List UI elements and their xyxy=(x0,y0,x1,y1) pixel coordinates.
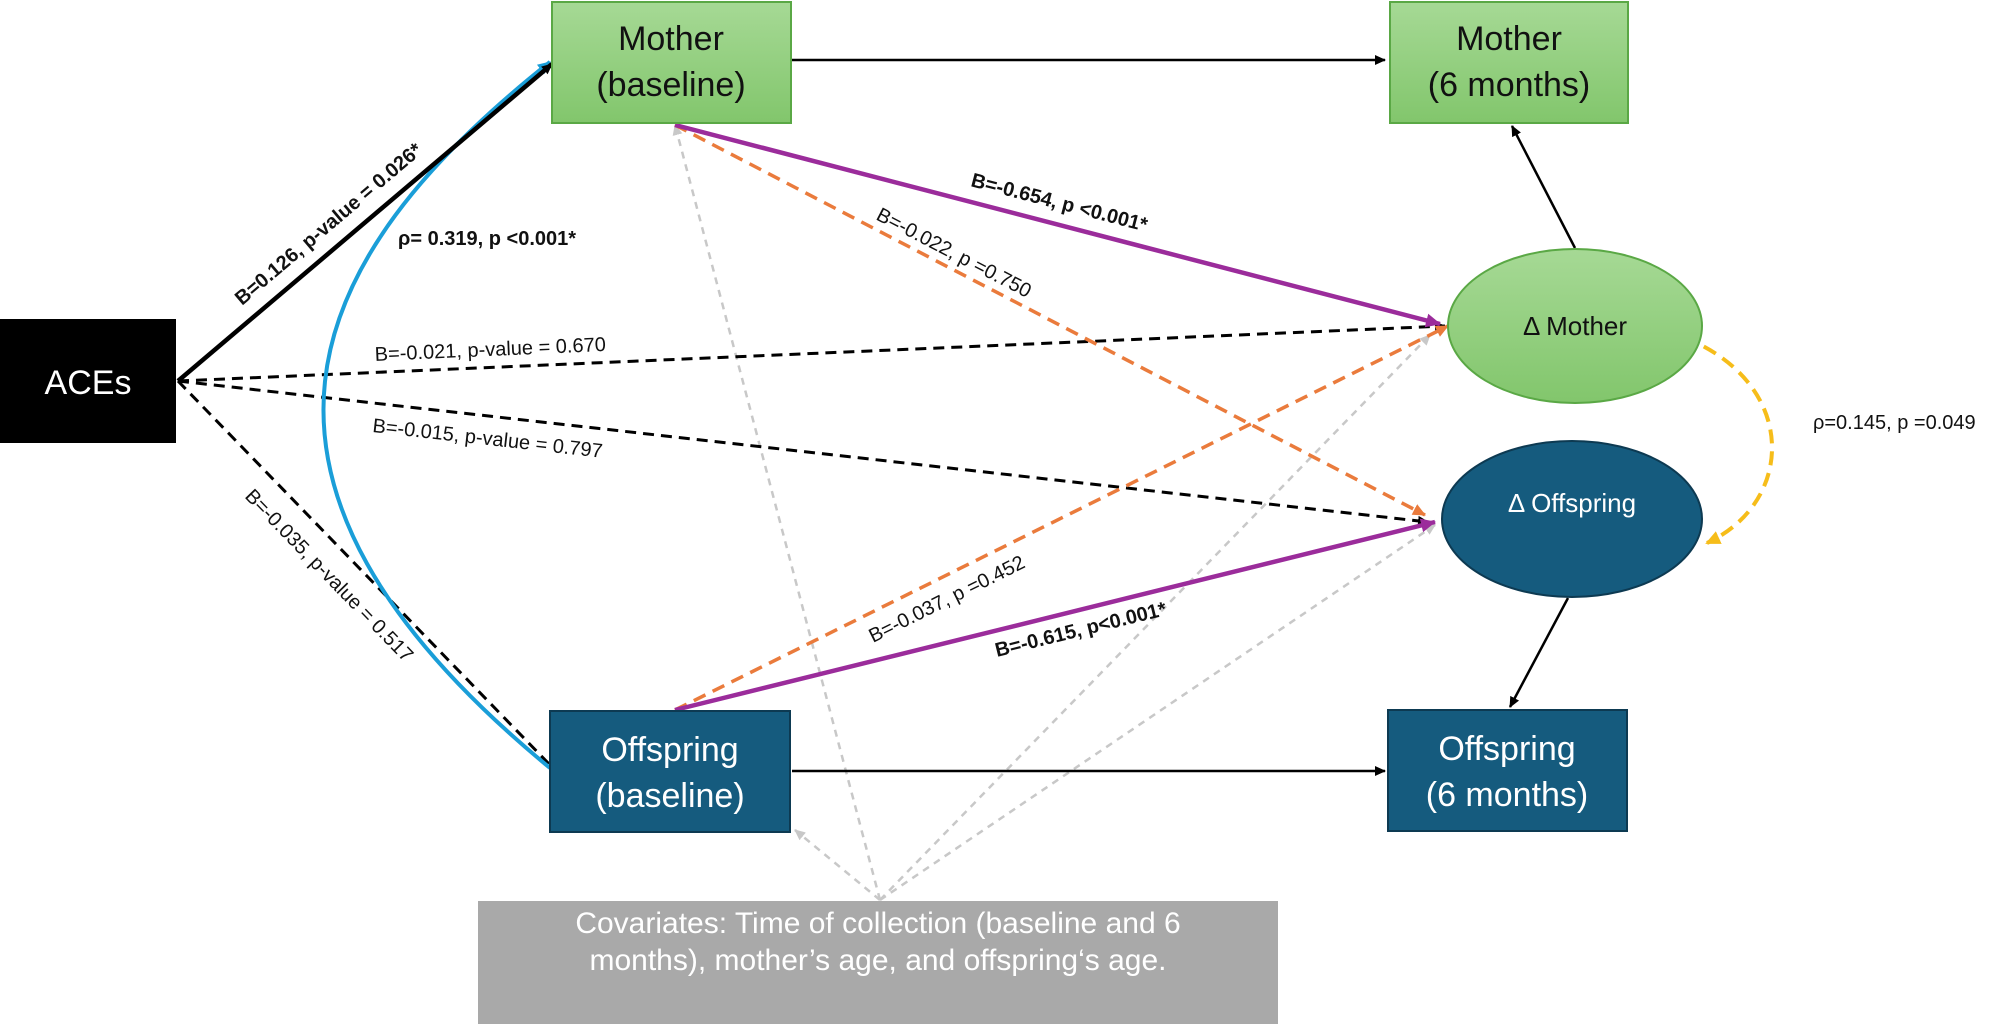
offspring-6m-node: Offspring (6 months) xyxy=(1387,709,1628,832)
offspring-6m-label-1: Offspring xyxy=(1438,730,1575,768)
mother-offspring-correlation-curve xyxy=(321,60,552,770)
offspring-to-delta-mother-arrow xyxy=(674,324,1449,712)
mother-6m-label-2: (6 months) xyxy=(1428,66,1591,104)
mother-to-delta-offspring-arrow xyxy=(674,123,1426,517)
delta-offspring-node: Δ Offspring xyxy=(1441,440,1703,598)
aces-to-delta-mother-arrow xyxy=(177,321,1446,383)
offspring-to-delta-offspring-arrow xyxy=(674,518,1436,713)
delta-mother-node: Δ Mother xyxy=(1447,248,1703,404)
mother-6m-node: Mother (6 months) xyxy=(1389,1,1629,124)
aces-label: ACEs xyxy=(45,364,132,402)
offspring-baseline-node: Offspring (baseline) xyxy=(549,710,791,833)
delta-correlation-curve xyxy=(1648,319,1775,545)
covariates-box: Covariates: Time of collection (baseline… xyxy=(478,901,1278,1024)
mother-baseline-label-1: Mother xyxy=(618,20,724,58)
mother-to-delta-mother-arrow xyxy=(674,122,1441,328)
rho-mother-offspring-label: ρ= 0.319, p <0.001* xyxy=(398,228,576,250)
aces-doffspring-label: B=-0.015, p-value = 0.797 xyxy=(371,415,603,463)
cov-to-delta-mother xyxy=(879,334,1431,901)
aces-mother-label: B=0.126, p-value = 0.026* xyxy=(231,139,427,310)
aces-to-delta-offspring-arrow xyxy=(177,379,1429,526)
delta-offspring-to-offspring-6m-arrow xyxy=(1508,597,1570,708)
cov-to-offspring-baseline xyxy=(794,829,881,901)
delta-offspring-label: Δ Offspring xyxy=(1508,488,1636,518)
covariates-label-2: months), mother’s age, and offspring‘s a… xyxy=(589,944,1166,977)
covariates-label-1: Covariates: Time of collection (baseline… xyxy=(575,907,1180,940)
aces-offspring-label: B=-0.035, p-value = 0.517 xyxy=(240,485,417,666)
mother-baseline-label-2: (baseline) xyxy=(596,66,745,104)
offspring-baseline-label-1: Offspring xyxy=(601,731,738,769)
delta-mother-label: Δ Mother xyxy=(1523,311,1627,341)
aces-dashed-paths xyxy=(176,321,1446,767)
offspring-6m-label-2: (6 months) xyxy=(1426,776,1589,814)
mother-6m-label-1: Mother xyxy=(1456,20,1562,58)
stability-paths xyxy=(792,55,1577,776)
offspring-dmother-label: B=-0.037, p =0.452 xyxy=(865,552,1028,648)
offspring-baseline-label-2: (baseline) xyxy=(595,777,744,815)
mother-baseline-node: Mother (baseline) xyxy=(551,1,792,124)
delta-mother-to-mother-6m-arrow xyxy=(1510,125,1577,249)
rho-deltas-label: ρ=0.145, p =0.049 xyxy=(1813,412,1976,434)
cross-lagged-paths xyxy=(674,123,1449,712)
aces-node: ACEs xyxy=(0,319,176,443)
aces-dmother-label: B=-0.021, p-value = 0.670 xyxy=(374,334,606,366)
aces-to-mother-baseline-arrow xyxy=(176,62,554,383)
autoregressive-change-paths xyxy=(674,122,1441,713)
mother-doffspring-label: B=-0.022, p =0.750 xyxy=(873,204,1035,303)
